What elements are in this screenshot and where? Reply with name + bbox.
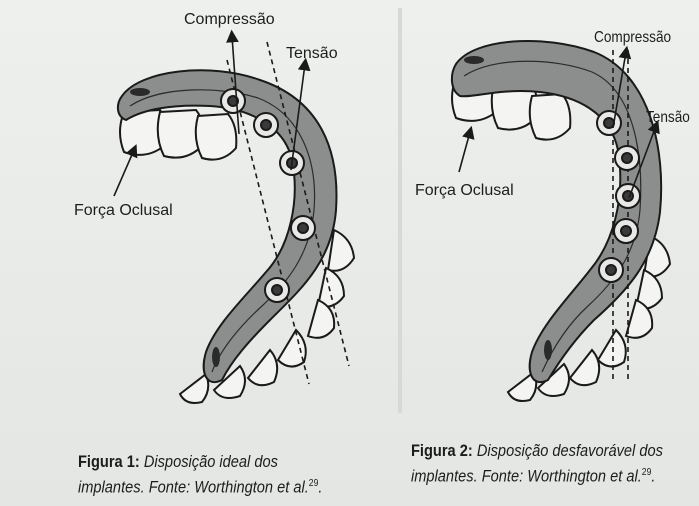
figure2-slot-right: [544, 340, 552, 360]
implant-icon: [597, 111, 621, 135]
figure2-caption-label: Figura 2:: [411, 441, 473, 460]
figure2-slot-left: [464, 56, 484, 64]
implant-icon: [616, 184, 640, 208]
figure2-tension-label: Tensão: [646, 110, 690, 126]
figure1-caption-end: .: [318, 478, 322, 497]
figure1-compression-label: Compressão: [184, 12, 275, 28]
implant-icon: [614, 219, 638, 243]
figure1-caption-line1: Disposição ideal dos: [144, 452, 278, 471]
figure2-diagram: [452, 41, 670, 401]
figure1-caption: Figura 1: Disposição ideal dos implantes…: [78, 451, 322, 499]
figure2-caption-line1: Disposição desfavorável dos: [477, 441, 663, 460]
figure1-slot-left: [130, 88, 150, 96]
figure1-occlusal-force-label: Força Oclusal: [74, 203, 173, 219]
figure1-slot-right: [212, 347, 220, 367]
figure2-occlusal-arrow: [459, 132, 470, 172]
figure2-caption-end: .: [651, 467, 655, 486]
figure1-tension-label: Tensão: [286, 46, 338, 62]
figure2-caption-line2: implantes. Fonte: Worthington et al.: [411, 467, 642, 486]
figure2-caption: Figura 2: Disposição desfavorável dos im…: [411, 440, 663, 488]
figure1-caption-line2: implantes. Fonte: Worthington et al.: [78, 478, 309, 497]
figure1-caption-label: Figura 1:: [78, 452, 140, 471]
implant-icon: [291, 216, 315, 240]
implant-icon: [221, 89, 245, 113]
figure2-compression-label: Compressão: [594, 30, 671, 46]
implant-icon: [254, 113, 278, 137]
implant-icon: [615, 146, 639, 170]
implant-icon: [265, 278, 289, 302]
figure1-diagram: [114, 36, 354, 403]
figure1-caption-ref: 29: [309, 478, 319, 489]
figure2-occlusal-force-label: Força Oclusal: [415, 183, 514, 199]
figure1-occlusal-arrow: [114, 150, 134, 196]
implant-icon: [599, 258, 623, 282]
figure2-caption-ref: 29: [642, 467, 652, 478]
